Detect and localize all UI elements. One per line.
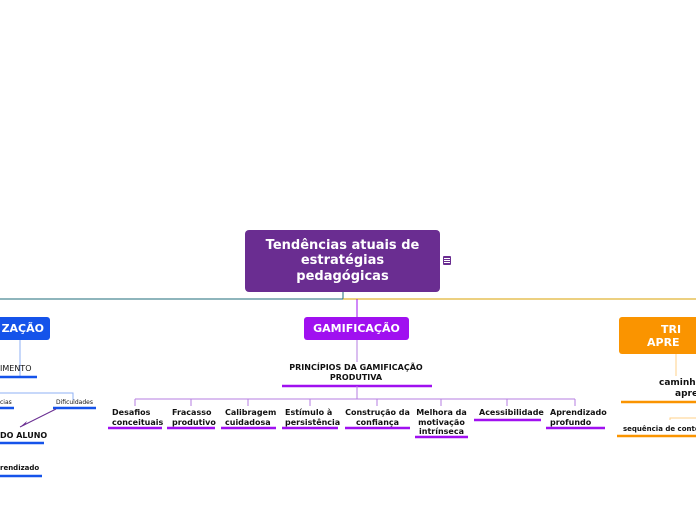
connector-principles-bar bbox=[135, 386, 575, 400]
principle-label: Melhora da motivação intrínseca bbox=[416, 408, 467, 436]
connector-root-left bbox=[0, 292, 344, 300]
left-item-2[interactable]: DO ALUNO bbox=[0, 431, 47, 441]
right-item-label-2: apre bbox=[675, 389, 696, 399]
principle-label: Acessibilidade bbox=[479, 408, 544, 417]
principle-5[interactable]: Construção da confiança bbox=[345, 408, 410, 427]
right-item-2[interactable]: sequência de conte bbox=[623, 425, 696, 435]
principle-label: Aprendizado profundo bbox=[550, 408, 607, 427]
principle-1[interactable]: Desafios conceituais bbox=[112, 408, 164, 427]
left-item-label: rendizado bbox=[0, 464, 40, 472]
principle-label: Calibragem cuidadosa bbox=[225, 408, 277, 427]
topic-left-branch-label: ZAÇÃO bbox=[1, 322, 44, 335]
root-topic[interactable]: Tendências atuais de estratégias pedagóg… bbox=[245, 230, 440, 292]
topic-right-branch[interactable]: TRI APRE bbox=[619, 317, 696, 354]
principles-title-label: PRINCÍPIOS DA GAMIFICAÇÃO PRODUTIVA bbox=[289, 363, 423, 382]
root-topic-label: Tendências atuais de estratégias pedagóg… bbox=[265, 237, 420, 284]
connector-left-sub bbox=[0, 392, 74, 400]
topic-gamificacao-label: GAMIFICAÇÃO bbox=[313, 322, 400, 335]
principle-label: Construção da confiança bbox=[345, 408, 410, 427]
left-item-1[interactable]: IMENTO bbox=[0, 364, 31, 374]
principle-4[interactable]: Estímulo à persistência bbox=[285, 408, 341, 427]
principle-6[interactable]: Melhora da motivação intrínseca bbox=[415, 408, 468, 437]
left-small-item-label: cias bbox=[0, 399, 12, 406]
principle-8[interactable]: Aprendizado profundo bbox=[550, 408, 607, 427]
principle-7[interactable]: Acessibilidade bbox=[479, 408, 544, 418]
right-item-label-1: caminh bbox=[659, 378, 696, 388]
relation-arrow-head bbox=[20, 421, 27, 427]
left-small-item-1[interactable]: cias bbox=[0, 399, 12, 406]
relation-arrow bbox=[19, 408, 57, 428]
topic-left-branch[interactable]: ZAÇÃO bbox=[0, 317, 50, 340]
principle-3[interactable]: Calibragem cuidadosa bbox=[225, 408, 277, 427]
connector-principle-drops bbox=[134, 399, 576, 406]
left-item-3[interactable]: rendizado bbox=[0, 464, 39, 474]
left-item-label: IMENTO bbox=[0, 364, 32, 373]
left-item-label: DO ALUNO bbox=[0, 431, 48, 440]
topic-right-branch-label-2: APRE bbox=[647, 335, 680, 349]
left-small-item-2[interactable]: Dificuldades bbox=[56, 399, 93, 406]
principle-2[interactable]: Fracasso produtivo bbox=[172, 408, 216, 427]
topic-gamificacao[interactable]: GAMIFICAÇÃO bbox=[304, 317, 409, 340]
left-small-item-label: Dificuldades bbox=[56, 399, 93, 406]
connector-right-sub bbox=[669, 417, 696, 420]
note-icon[interactable] bbox=[443, 256, 451, 265]
principle-label: Fracasso produtivo bbox=[172, 408, 216, 427]
principles-title[interactable]: PRINCÍPIOS DA GAMIFICAÇÃO PRODUTIVA bbox=[272, 363, 440, 382]
principle-label: Desafios conceituais bbox=[112, 408, 164, 427]
topic-right-branch-label-1: TRI bbox=[661, 322, 682, 336]
right-item-label-3: sequência de conte bbox=[623, 425, 696, 433]
principle-label: Estímulo à persistência bbox=[285, 408, 341, 427]
right-item-1[interactable]: caminh apre bbox=[659, 378, 696, 400]
